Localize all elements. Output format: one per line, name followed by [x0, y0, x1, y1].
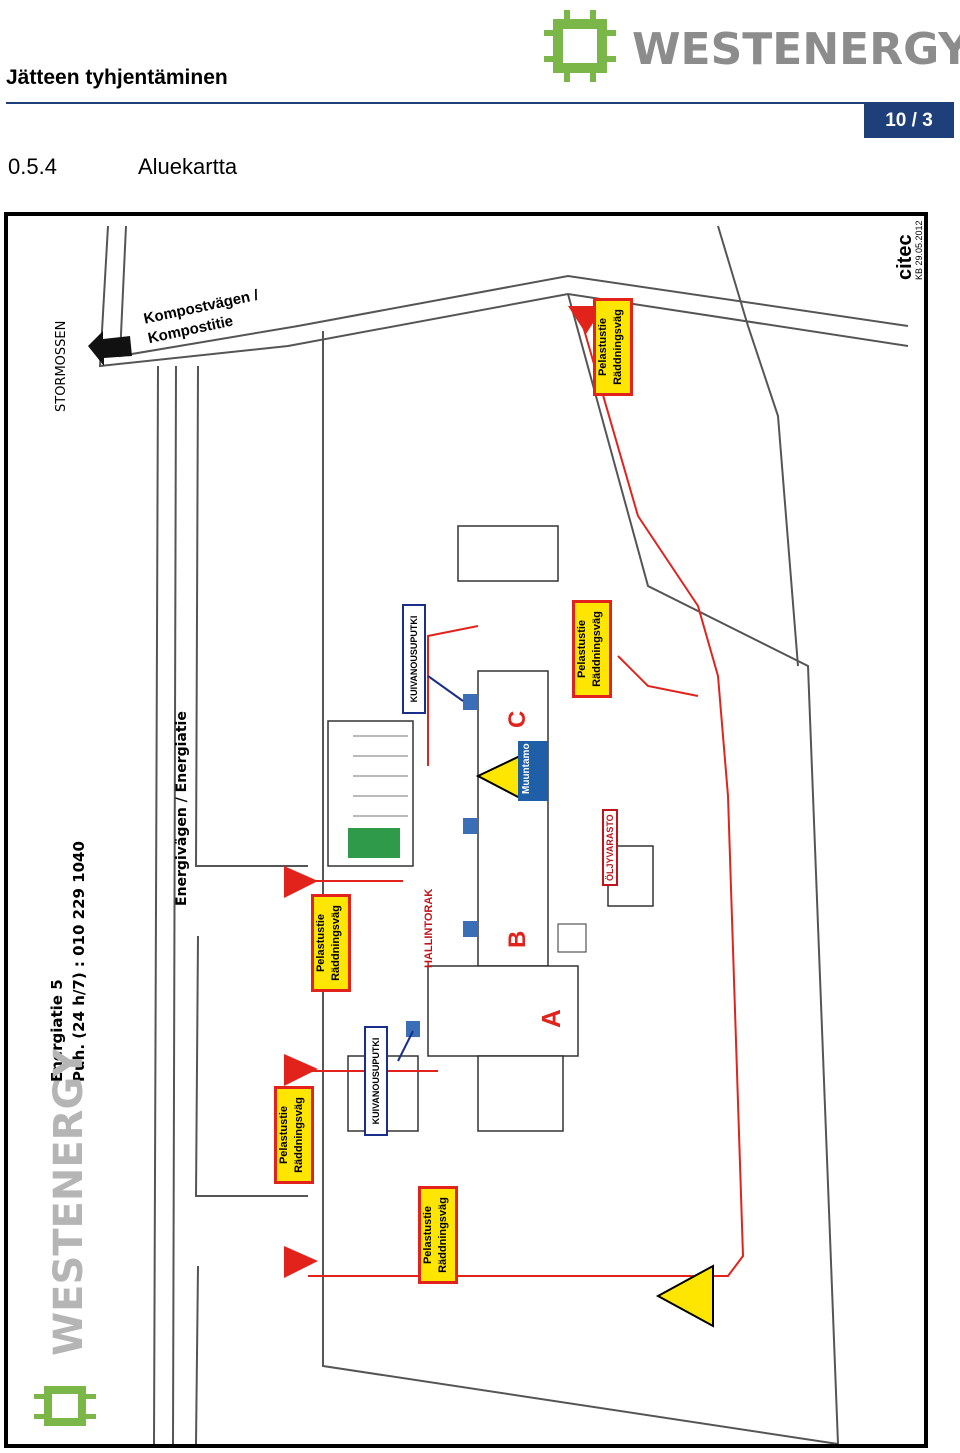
substation-label: Muuntamo [521, 743, 532, 794]
page-number: 10 / 3 [864, 104, 954, 138]
brand-watermark: WESTENERGY [46, 1048, 92, 1356]
stormossen-label: STORMOSSEN [54, 320, 69, 412]
dry-riser-label: KUIVANOUSUPUTKI [364, 1026, 388, 1136]
building-a-label: A [536, 1009, 566, 1028]
rescue-sign-sv: Räddningsväg [591, 611, 603, 687]
document-title: Jätteen tyhjentäminen [6, 66, 228, 89]
rescue-sign-fi: Pelastustie [597, 317, 609, 377]
rescue-sign-fi: Pelastustie [315, 913, 327, 973]
rescue-sign-sv: Räddningsväg [437, 1197, 449, 1273]
rescue-route-sign: Pelastustie Räddningsväg [593, 298, 633, 396]
main-road-label: Energivägen / Energiatie [174, 711, 190, 906]
rescue-route-sign: Pelastustie Räddningsväg [418, 1186, 458, 1284]
rescue-route-sign: Pelastustie Räddningsväg [572, 600, 612, 698]
dry-riser-label: KUIVANOUSUPUTKI [402, 604, 426, 714]
rescue-sign-fi: Pelastustie [278, 1105, 290, 1165]
site-map: Pelastustie Räddningsväg Pelastustie Räd… [4, 212, 928, 1448]
rescue-sign-fi: Pelastustie [422, 1205, 434, 1265]
rescue-route-sign: Pelastustie Räddningsväg [274, 1086, 314, 1184]
rescue-sign-fi: Pelastustie [576, 619, 588, 679]
section-title: Aluekartta [138, 154, 238, 179]
site-phone: Puh. (24 h/7) : 010 229 1040 [70, 841, 88, 1082]
section-number: 0.5.4 [8, 154, 57, 179]
site-map-drawing [88, 225, 909, 1444]
header-divider [6, 102, 954, 104]
rescue-sign-sv: Räddningsväg [293, 1097, 305, 1173]
admin-building-label: HALLINTORAK [423, 888, 435, 968]
rescue-route-sign: Pelastustie Räddningsväg [311, 894, 351, 992]
westenergy-logo-small-icon [34, 1386, 96, 1426]
rescue-sign-sv: Räddningsväg [612, 309, 624, 385]
oil-storage-label: ÖLJYVARASTO [602, 809, 618, 886]
building-c-label: C [504, 710, 531, 728]
rescue-sign-sv: Räddningsväg [330, 905, 342, 981]
brand-name: WESTENERGY [632, 24, 960, 75]
building-b-label: B [504, 930, 531, 948]
westenergy-logo-icon [544, 10, 616, 82]
citec-date: KB 29.05.2012 [914, 220, 924, 280]
